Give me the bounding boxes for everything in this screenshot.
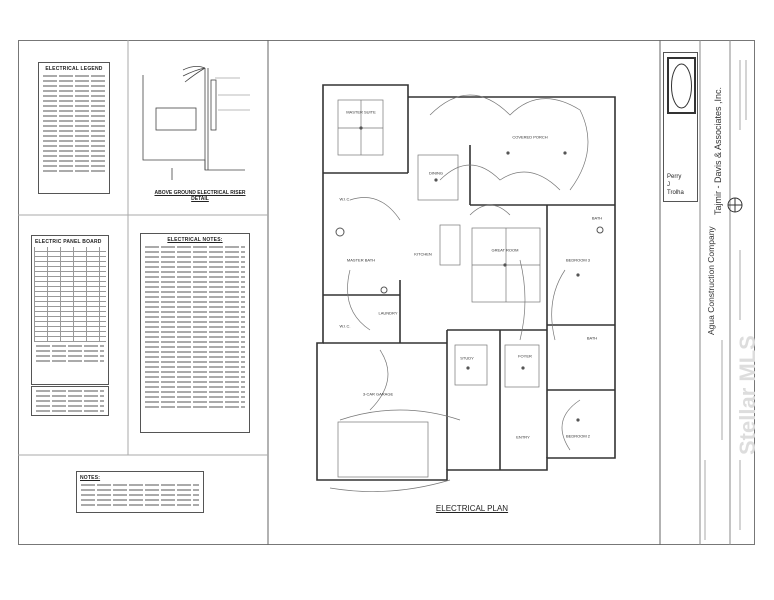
room-label: BATH	[586, 335, 598, 341]
engineer-seal	[667, 57, 696, 114]
riser-detail-title: ABOVE GROUND ELECTRICAL RISER DETAIL	[154, 190, 246, 202]
legend-title: ELECTRICAL LEGEND	[45, 66, 103, 72]
room-label: 3-CAR GARAGE	[362, 391, 394, 397]
electrical-legend: ELECTRICAL LEGEND	[38, 62, 110, 194]
electrical-notes-title: ELECTRICAL NOTES:	[167, 237, 223, 243]
room-label: GREAT ROOM	[491, 247, 519, 253]
room-label: STUDY	[460, 355, 474, 361]
electric-panel-board: ELECTRIC PANEL BOARD	[31, 235, 109, 385]
room-label: BATH	[591, 215, 603, 221]
room-label: W.I.C.	[339, 323, 351, 329]
general-notes: NOTES:	[76, 471, 204, 513]
room-label: FOYER	[518, 353, 532, 359]
room-label: BEDROOM 2	[565, 433, 591, 439]
engineer-name-last: Trolha	[667, 190, 684, 196]
room-label: W.I.C.	[339, 196, 351, 202]
room-label: ENTRY	[516, 434, 530, 440]
room-label: MASTER BATH	[346, 257, 376, 263]
watermark: Stellar MLS	[735, 335, 760, 455]
room-label: KITCHEN	[414, 251, 432, 257]
room-label: DINING	[429, 170, 443, 176]
room-label: LAUNDRY	[378, 310, 398, 316]
electrical-notes: ELECTRICAL NOTES:	[140, 233, 250, 433]
room-label: COVERED PORCH	[512, 134, 548, 140]
engineer-name-middle: J	[667, 182, 670, 188]
room-label: MASTER SUITE	[346, 109, 376, 115]
notes-title: NOTES:	[80, 475, 101, 481]
panel-title: ELECTRIC PANEL BOARD	[35, 239, 102, 245]
engineer-seal-block: Perry J Trolha	[663, 52, 698, 202]
plan-title: ELECTRICAL PLAN	[435, 504, 509, 513]
drawing-sheet	[18, 40, 755, 545]
room-label: BEDROOM 3	[565, 257, 591, 263]
panel-notes	[31, 386, 109, 416]
engineer-name-first: Perry	[667, 174, 682, 180]
